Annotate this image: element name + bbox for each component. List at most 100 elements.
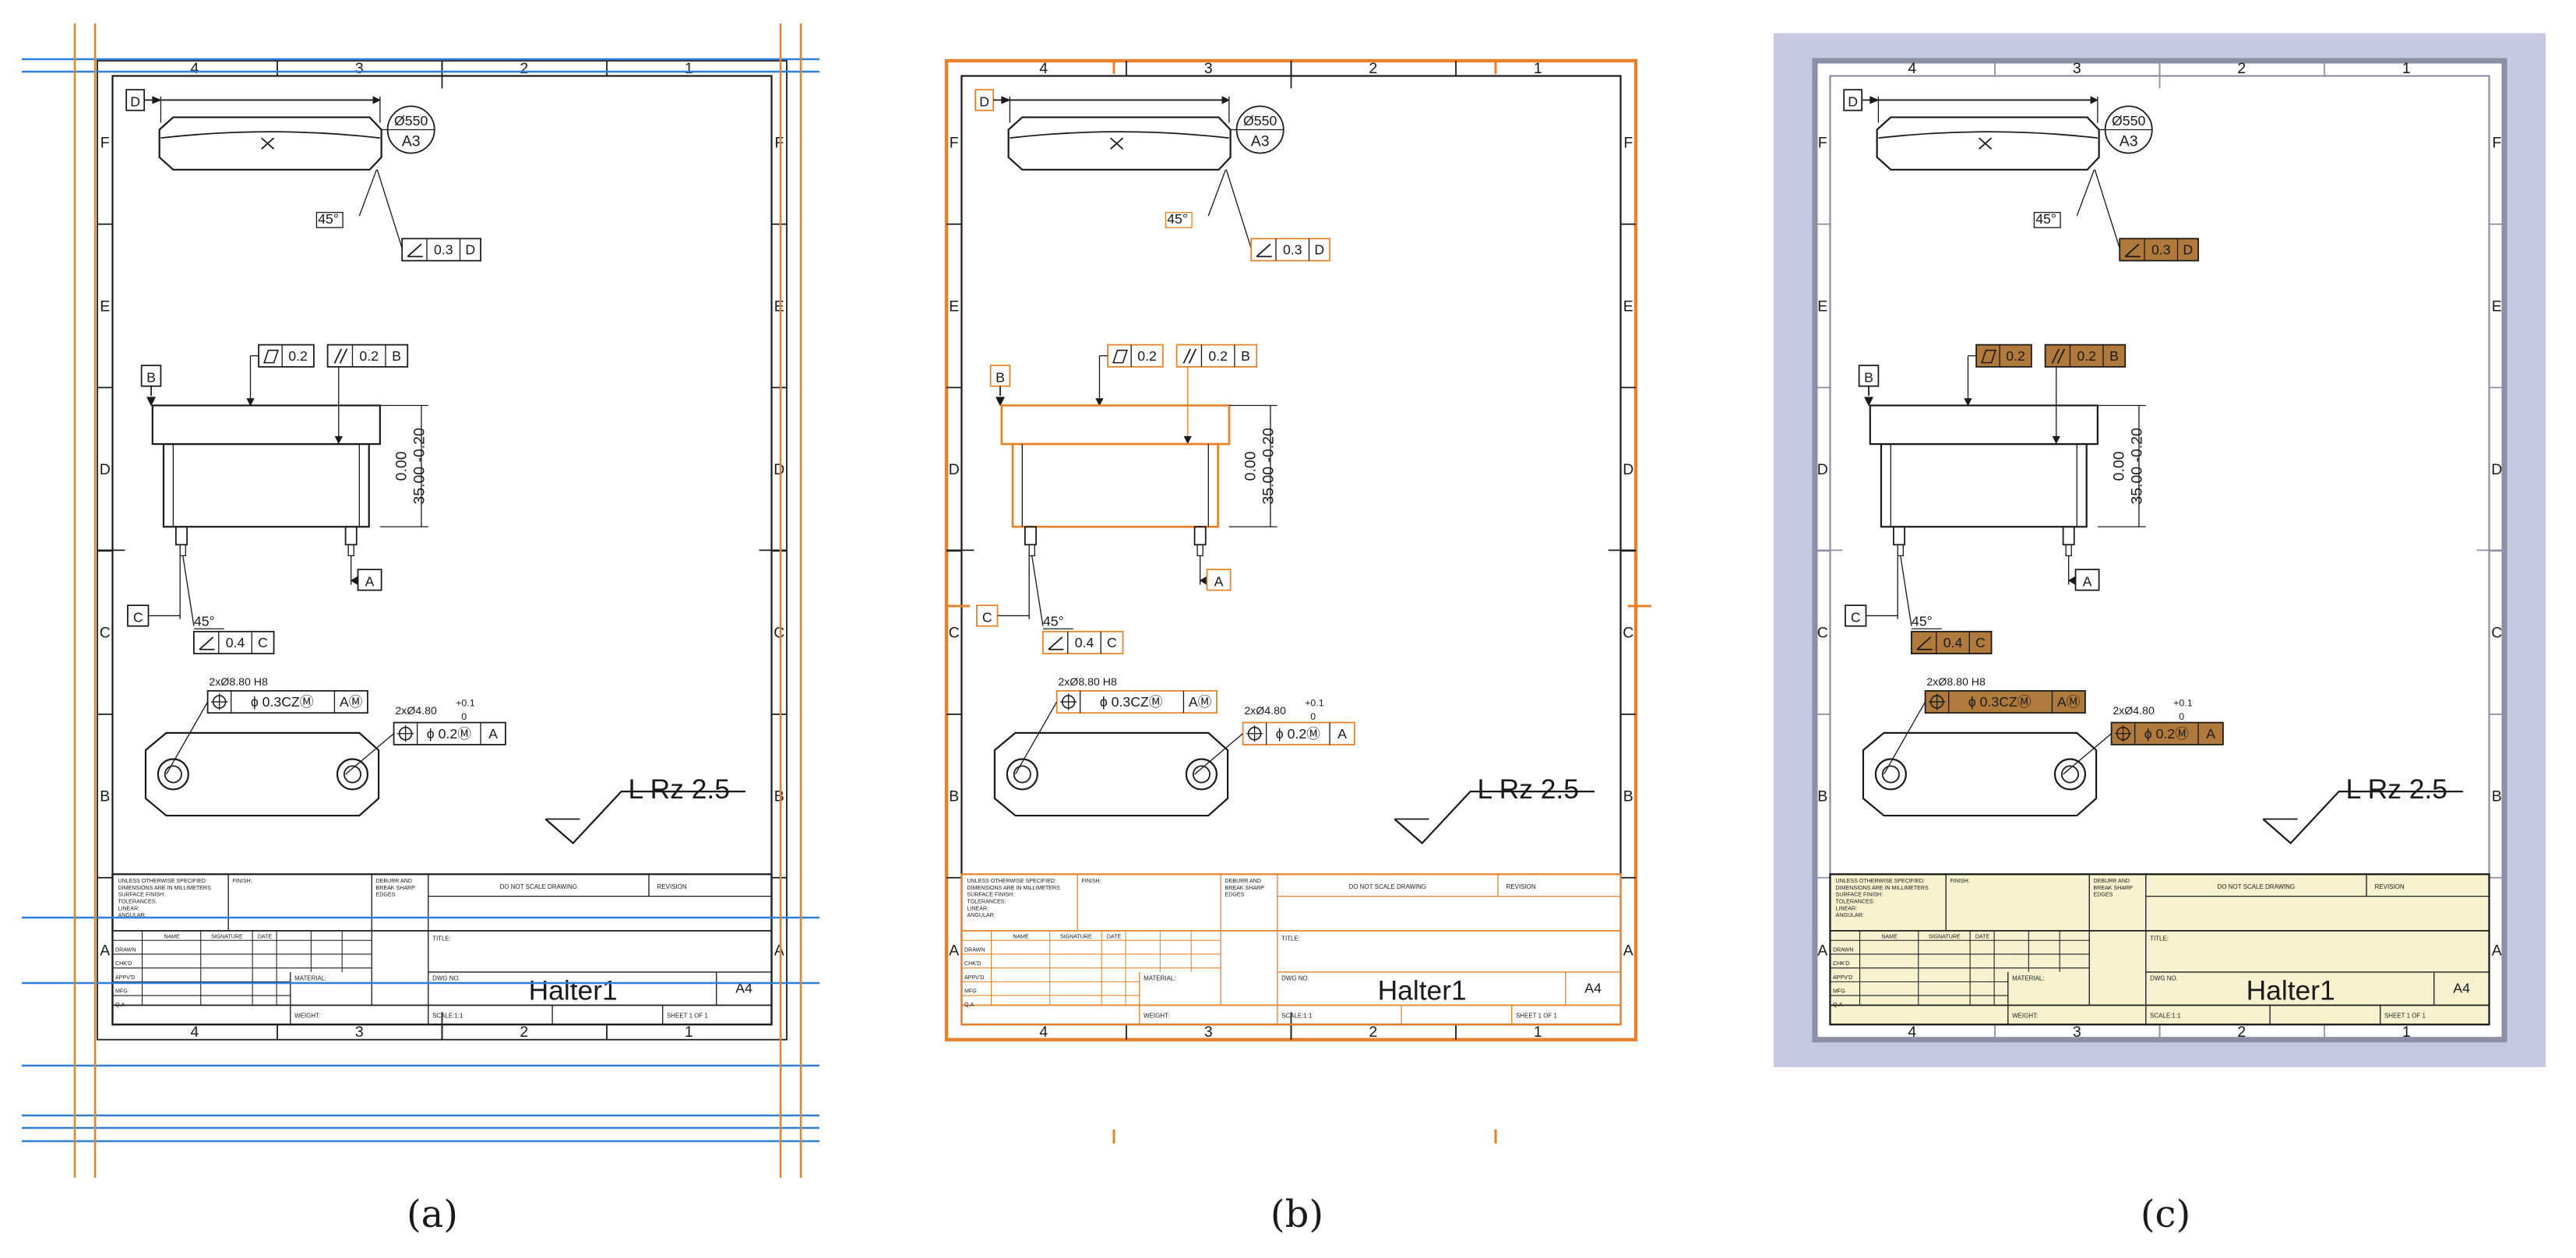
hole-leader (345, 733, 394, 775)
hole2-callout: 2xØ4.80 (1244, 705, 1286, 717)
zone-row-label-left: C (1817, 625, 1828, 642)
fcf-position-1 (206, 690, 368, 714)
top-view-outline (1007, 116, 1232, 171)
tb-weight: WEIGHT: (294, 1012, 320, 1019)
tb-scale: SCALE:1:1 (2150, 1012, 2181, 1019)
tb-general-line: TOLERANCES: (967, 898, 1006, 904)
zone-row-label-left: D (1817, 461, 1828, 478)
tb-general-line: DIMENSIONS ARE IN MILLIMETERS (967, 885, 1060, 891)
hole-right-outer (2053, 758, 2087, 791)
bottom-view-outline (993, 731, 1229, 817)
datum-box-a (1206, 569, 1232, 591)
parallel-symbol (339, 348, 348, 364)
tb-title: TITLE: (432, 935, 451, 942)
zone-col-label-top: 2 (520, 60, 528, 77)
chamfer-leader (1900, 555, 1912, 626)
zone-col-label-bottom: 2 (520, 1024, 528, 1041)
hole2-tol-zero: 0 (2179, 711, 2184, 722)
center-cross (261, 137, 275, 150)
tb-general-line: DIMENSIONS ARE IN MILLIMETERS (118, 885, 211, 891)
datum-b-label: B (146, 369, 156, 385)
zone-col-label-bottom: 4 (190, 1024, 199, 1041)
datum-box-a (2074, 569, 2100, 591)
dim-lower-label: 35.00 -0.20 (1260, 428, 1277, 505)
fcf-datum: A (1337, 726, 1347, 742)
zone-col-label-bottom: 2 (2237, 1024, 2246, 1041)
zone-row-label-right: E (2492, 298, 2502, 315)
datum-c-label: C (982, 609, 992, 625)
tb-deburr-line: DEBURR AND (2094, 878, 2130, 884)
hole-leader (1883, 701, 1926, 775)
datum-c-label: C (133, 609, 143, 625)
tb-deburr-line: DEBURR AND (376, 878, 412, 884)
tb-material: MATERIAL: (1144, 975, 1175, 982)
tb-material: MATERIAL: (2012, 975, 2044, 982)
title-block-fill (1829, 873, 2490, 1026)
top-view-outline (158, 116, 382, 171)
zone-row-label-right: F (2492, 135, 2501, 152)
front-view-top-slab (1000, 404, 1231, 446)
hole-right-inner (343, 765, 361, 784)
zone-row-label-left: A (100, 943, 110, 960)
datum-d-label: D (130, 93, 140, 109)
fcf-value: 0.3 (434, 242, 453, 258)
surface-finish-label: L Rz 2.5 (1477, 773, 1579, 805)
zone-row-label-left: E (1817, 298, 1827, 315)
fcf-leader (376, 169, 403, 248)
tb-general-line: DIMENSIONS ARE IN MILLIMETERS (1836, 885, 1929, 891)
zone-col-label-top: 1 (1534, 60, 1542, 77)
zone-col-label-bottom: 1 (1534, 1024, 1542, 1041)
tb-row-label: DRAWN (1833, 946, 1853, 953)
tb-row-label: Q.A (115, 1002, 125, 1008)
hole-right-inner (2060, 765, 2079, 784)
pin-left-tip (1897, 544, 1904, 557)
tb-row-label: MFG (1833, 988, 1845, 995)
flatness-symbol (1981, 349, 1996, 364)
hole-left-outer (1874, 758, 1907, 791)
hole2-callout: 2xØ4.80 (2113, 705, 2155, 717)
tb-title: TITLE: (2150, 935, 2169, 942)
zone-col-label-bottom: 3 (2073, 1024, 2081, 1041)
fcf-value: ϕ 0.2Ⓜ (427, 726, 471, 742)
hole1-callout: 2xØ8.80 H8 (1058, 676, 1117, 689)
tb-row-label: APPV'D (115, 974, 135, 981)
hole2-tol-zero: 0 (461, 711, 467, 722)
fcf-value: 0.2 (1137, 348, 1157, 364)
tb-row-label: APPV'D (1833, 974, 1852, 981)
fcf-value: ϕ 0.3CZⓂ (1100, 694, 1163, 710)
zone-row-label-right: D (1623, 461, 1633, 478)
tb-revision: REVISION (2375, 883, 2405, 890)
zone-row-label-right: C (1623, 625, 1633, 642)
tb-revision: REVISION (1506, 883, 1536, 890)
tb-general-line: UNLESS OTHERWISE SPECIFIED: (118, 878, 207, 884)
fcf-arrow (1095, 398, 1104, 407)
pin-left-tip (1028, 544, 1035, 557)
zone-col-label-bottom: 4 (1908, 1024, 1916, 1041)
top-view-edge (160, 131, 380, 139)
zone-row-label-left: C (949, 625, 960, 642)
tb-material: MATERIAL: (294, 975, 326, 982)
tb-weight: WEIGHT: (1144, 1012, 1169, 1019)
tb-row-label: CHK'D (115, 960, 132, 967)
title-block: UNLESS OTHERWISE SPECIFIED:DIMENSIONS AR… (960, 873, 1622, 1026)
tb-sheet: SHEET 1 OF 1 (667, 1012, 708, 1019)
tb-revision: REVISION (657, 883, 687, 890)
parallel-symbol (1188, 348, 1197, 364)
pin-left (175, 526, 188, 546)
datum-box-a (357, 569, 382, 591)
tb-general-line: ANGULAR: (118, 912, 146, 918)
angularity-symbol (199, 636, 215, 650)
zone-col-label-top: 2 (2237, 60, 2246, 77)
title-block-frame (1829, 873, 2490, 1026)
fcf-datum: C (258, 635, 268, 650)
fcf-position-1 (1924, 690, 2086, 714)
panel-b-overlay (946, 61, 1651, 1143)
datum-box-c (1845, 604, 1867, 627)
pin-left (1024, 526, 1037, 546)
fcf-datum: B (392, 348, 401, 364)
panel-a-overlay (22, 23, 819, 1178)
top-view-edge (1878, 131, 2098, 139)
bottom-view-outline (144, 731, 380, 817)
fcf-datum: C (1975, 635, 1986, 650)
